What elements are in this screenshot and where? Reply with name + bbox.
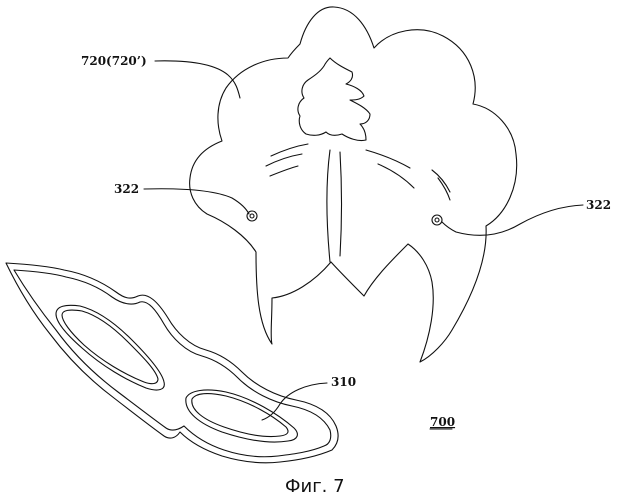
leader-720 bbox=[155, 61, 240, 98]
petal-cover-cutout bbox=[298, 58, 370, 141]
crease-right-upper bbox=[366, 150, 410, 168]
petal-cover-outline bbox=[190, 7, 517, 362]
label-322-left: 322 bbox=[114, 182, 139, 196]
label-700: 700 bbox=[430, 415, 455, 429]
leader-322-left bbox=[144, 189, 249, 214]
label-310: 310 bbox=[331, 375, 356, 389]
mask-eye-left-outer bbox=[56, 305, 164, 390]
mask-outline-outer bbox=[6, 263, 338, 463]
mask-outline-inner bbox=[14, 270, 331, 457]
leader-322-right bbox=[442, 205, 583, 235]
crease-right-lower bbox=[432, 170, 450, 192]
hole-322-right bbox=[432, 215, 442, 225]
crease-center-right bbox=[340, 152, 342, 256]
mask-eye-right-inner bbox=[192, 394, 288, 437]
leader-310 bbox=[262, 383, 327, 420]
crease-left-lower bbox=[270, 166, 298, 176]
label-322-right: 322 bbox=[586, 198, 611, 212]
mask-310 bbox=[6, 263, 338, 463]
petal-cover-720 bbox=[190, 7, 517, 362]
label-720: 720(720’) bbox=[81, 54, 147, 68]
figure-caption: Фиг. 7 bbox=[285, 476, 345, 497]
crease-center-left bbox=[327, 150, 330, 262]
